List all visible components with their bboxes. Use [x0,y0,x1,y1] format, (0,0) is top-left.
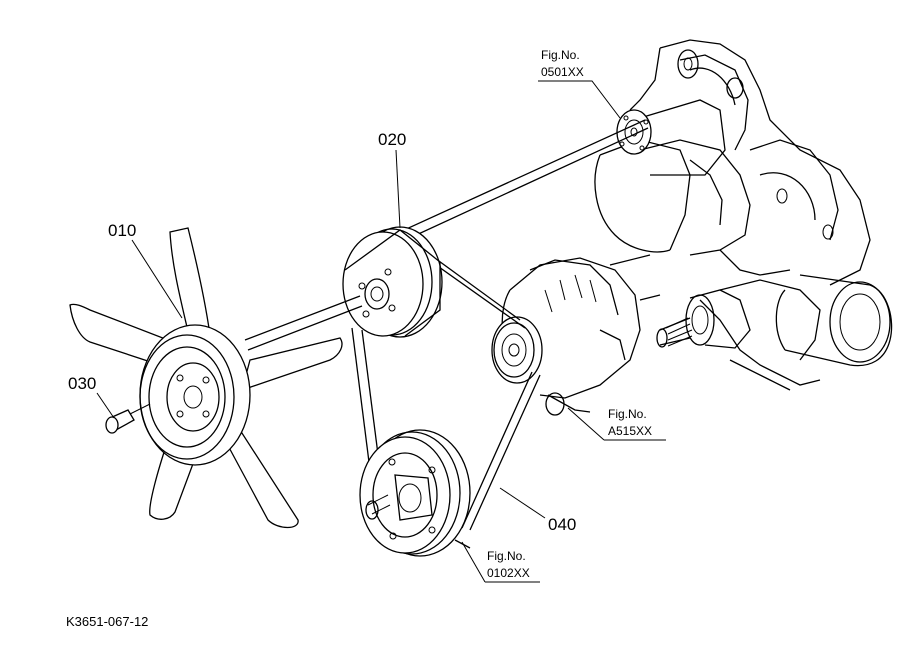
label-bolt: 030 [68,374,96,393]
ref-water-pump-number: 0501XX [541,65,584,79]
shaft-line [244,295,363,351]
ref-crank-pulley-number: 0102XX [487,566,530,580]
label-fan: 010 [108,221,136,240]
ref-crank-pulley-title: Fig.No. [487,549,526,563]
ref-alternator-title: Fig.No. [608,407,647,421]
fan-drive-pulley [342,226,443,338]
crankshaft-pulley [359,429,471,557]
fan-bolt [105,403,151,434]
drawing-code: K3651-067-12 [66,614,148,629]
water-pump [594,99,726,253]
starter-motor [656,274,893,367]
label-belt: 040 [548,515,576,534]
leader-lines [96,80,666,583]
label-pulley: 020 [378,130,406,149]
ref-alternator-number: A515XX [608,424,652,438]
ref-water-pump-title: Fig.No. [541,48,580,62]
alternator [501,254,661,416]
engine-housing [629,39,871,391]
alternator-pulley [491,316,543,384]
cooling-fan [69,227,343,529]
